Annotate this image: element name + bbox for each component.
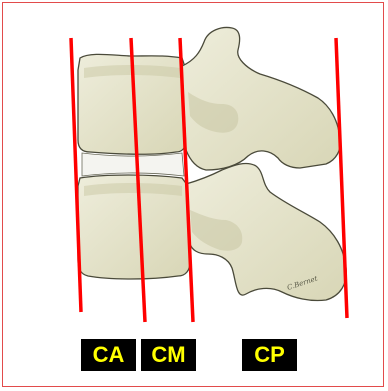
lower-vertebra: C.Bernet bbox=[78, 163, 346, 300]
label-cp-text: CP bbox=[254, 344, 285, 366]
upper-vertebra bbox=[78, 28, 340, 170]
label-ca-text: CA bbox=[93, 344, 125, 366]
label-cm-text: CM bbox=[151, 344, 185, 366]
label-cp: CP bbox=[242, 339, 297, 371]
upper-posterior-arch bbox=[182, 28, 340, 170]
label-cm: CM bbox=[141, 339, 196, 371]
intervertebral-disc bbox=[82, 153, 184, 176]
label-ca: CA bbox=[81, 339, 136, 371]
